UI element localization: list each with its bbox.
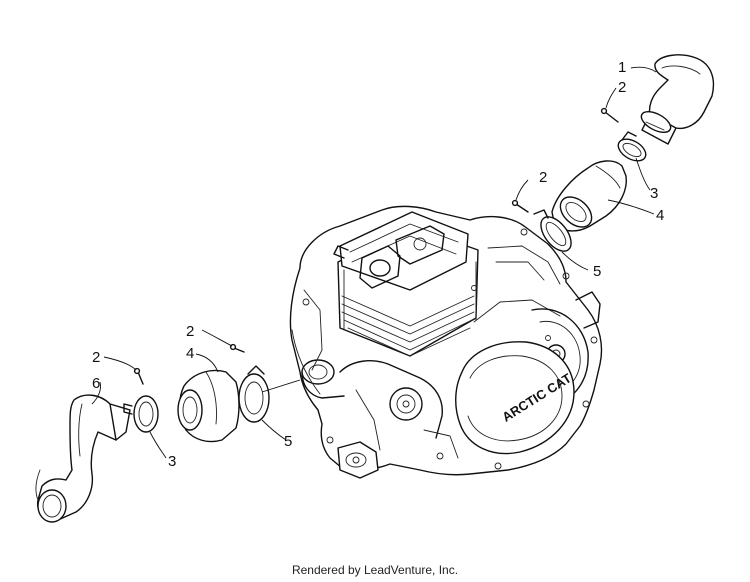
part-4-boot-left xyxy=(177,369,240,443)
callout-2-left: 2 xyxy=(92,349,100,366)
part-2-screw-mid xyxy=(511,199,529,213)
part-5-clamp-ring-left xyxy=(238,365,270,423)
callout-1: 1 xyxy=(618,59,626,76)
callout-6: 6 xyxy=(92,375,100,392)
callout-2-left-mid: 2 xyxy=(186,323,194,340)
callout-3-left: 3 xyxy=(168,453,176,470)
callout-2-mid: 2 xyxy=(539,169,547,186)
part-6-hose xyxy=(35,394,131,523)
part-2-screw-top xyxy=(600,107,619,123)
callout-5-left: 5 xyxy=(284,433,292,450)
callout-3-top: 3 xyxy=(650,185,658,202)
callout-4-top: 4 xyxy=(656,207,664,224)
callout-2-top: 2 xyxy=(618,79,626,96)
part-4-boot-top xyxy=(551,160,627,232)
assembly-line-left xyxy=(261,379,301,393)
leader-lines xyxy=(91,66,657,459)
callout-5-top: 5 xyxy=(593,263,601,280)
part-3-clamp-top xyxy=(617,131,647,162)
part-3-clamp-left xyxy=(123,395,159,433)
engine-assembly: ARCTIC CAT xyxy=(289,205,603,479)
part-2-screw-left xyxy=(133,367,144,385)
part-1-elbow-duct xyxy=(640,54,715,145)
footer-credit: Rendered by LeadVenture, Inc. xyxy=(291,563,459,577)
part-2-screw-left-mid xyxy=(229,343,245,353)
part-5-clamp-ring-top xyxy=(533,209,572,252)
callout-4-left: 4 xyxy=(186,345,194,362)
